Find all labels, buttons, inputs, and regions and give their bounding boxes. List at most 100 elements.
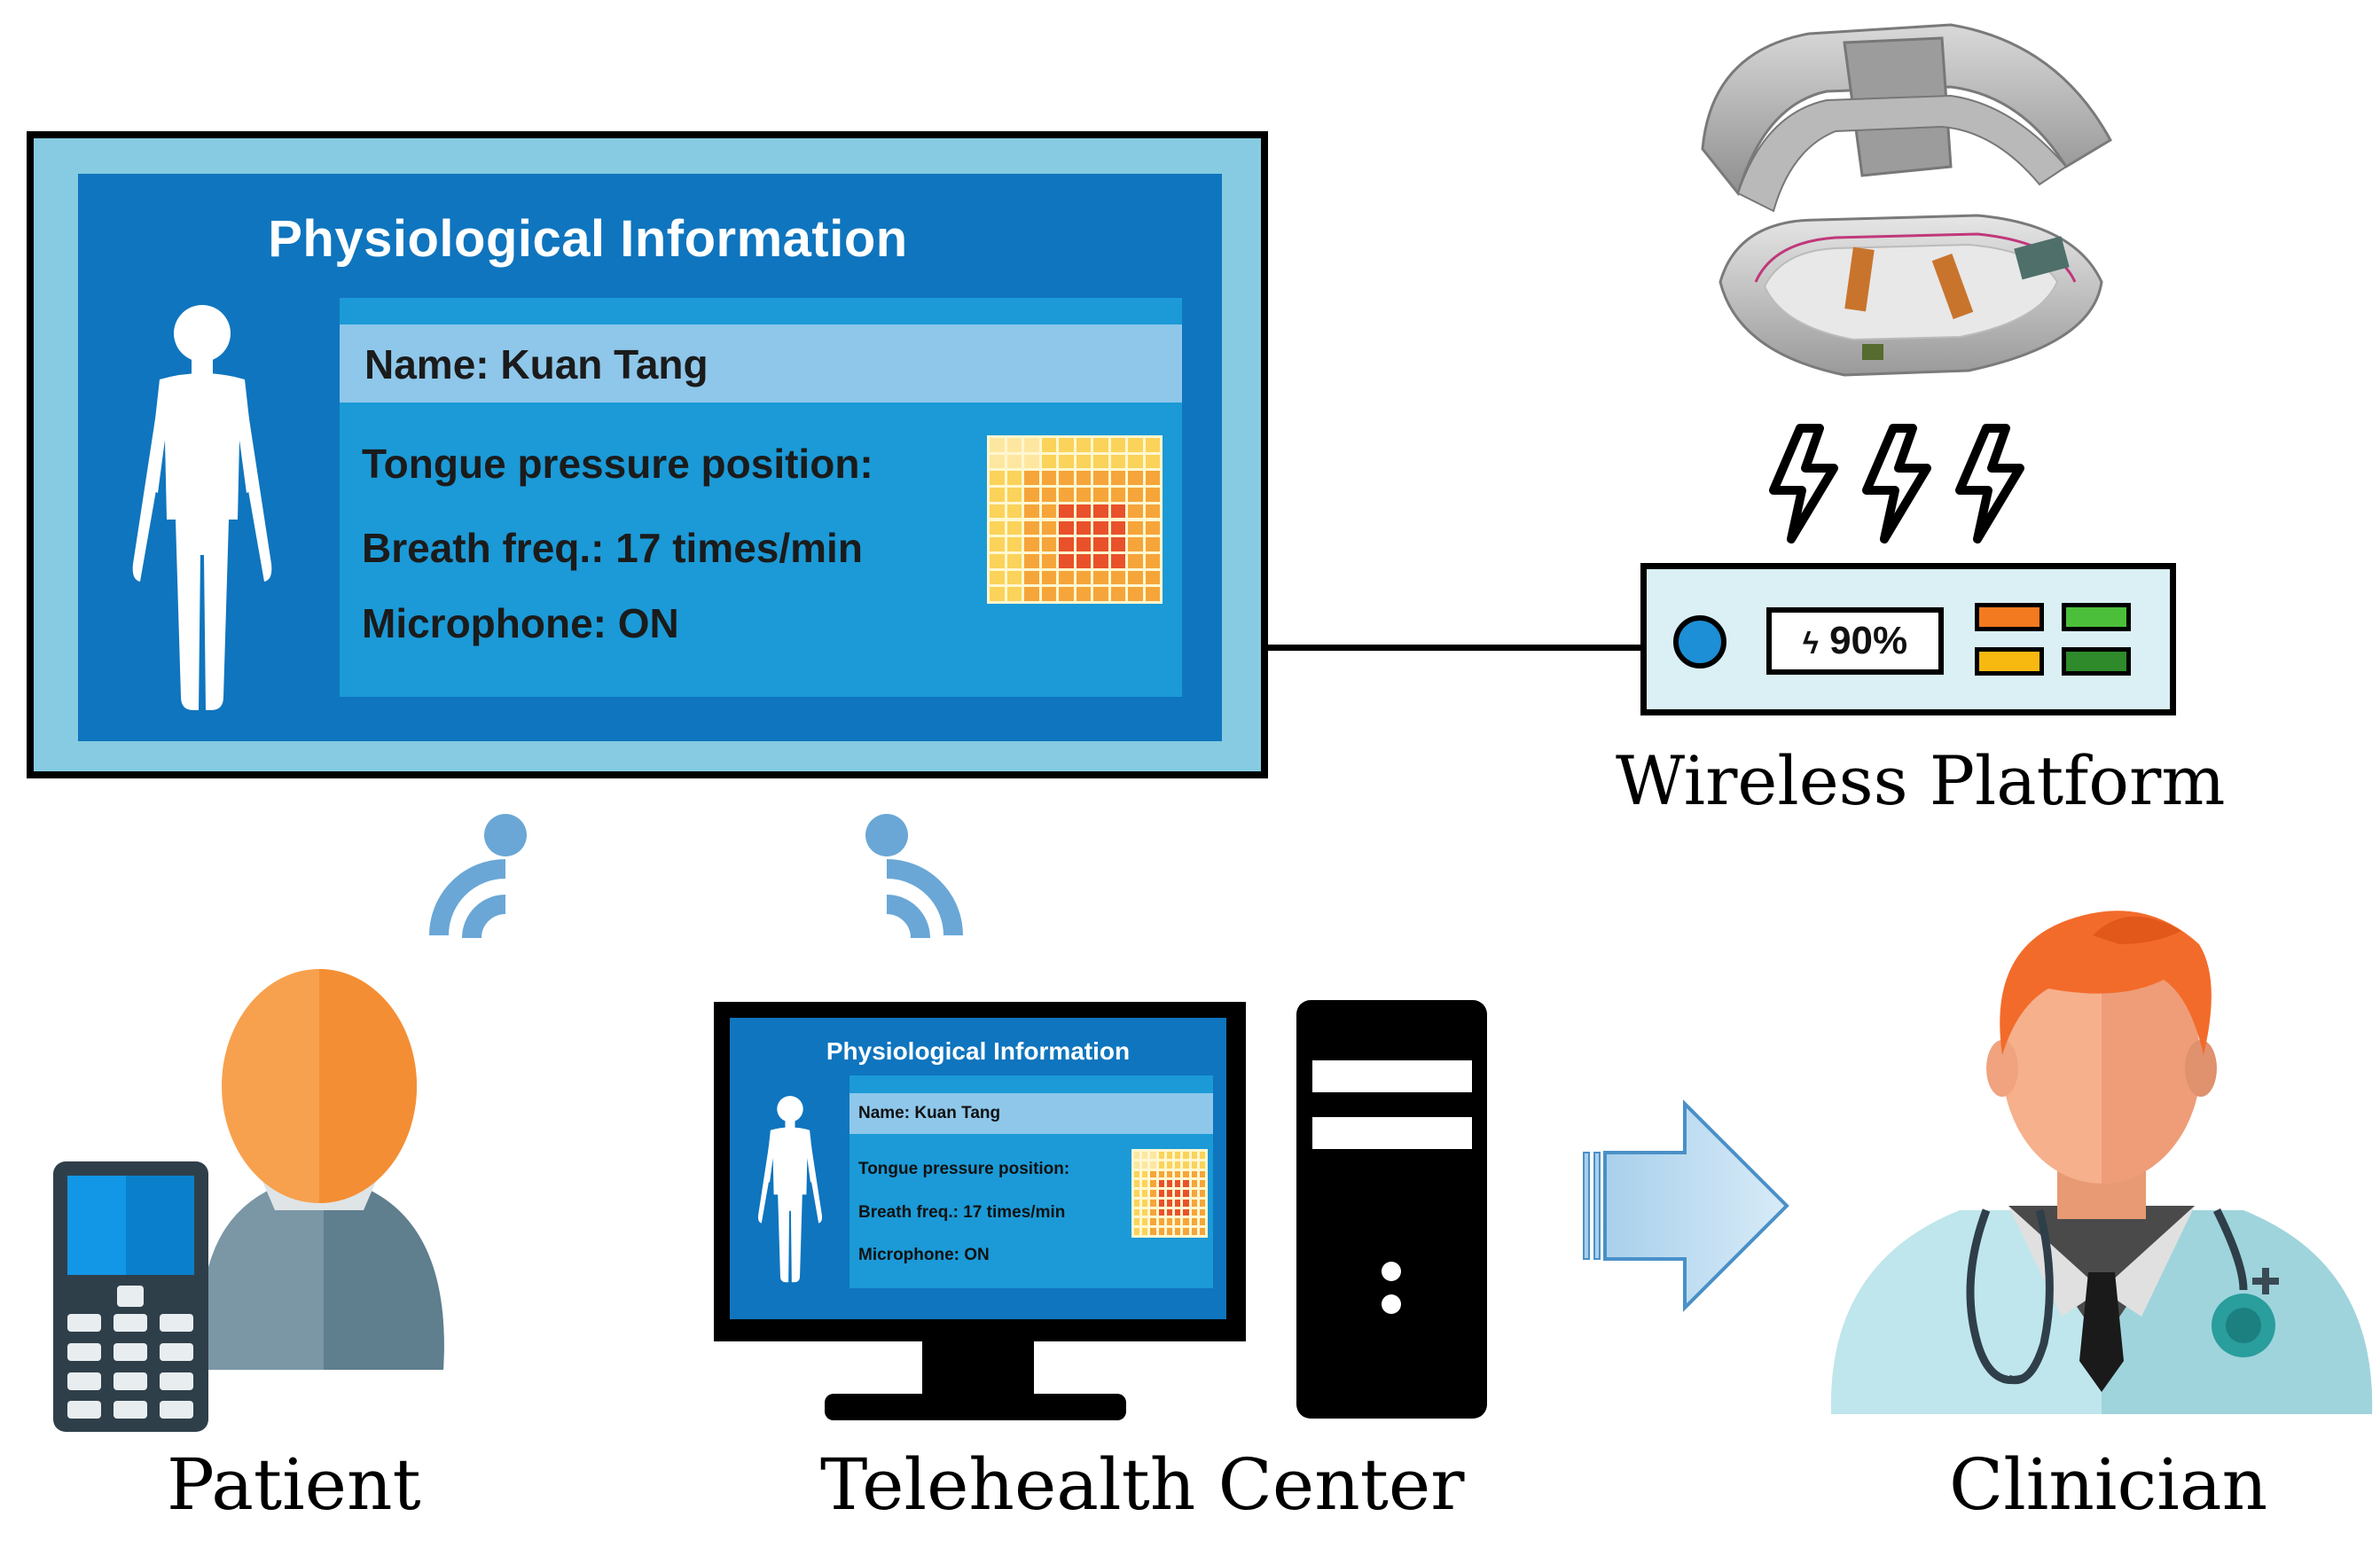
heatmap-cell [1128,488,1143,502]
patient-avatar-icon [200,969,444,1370]
heatmap-cell [1166,1218,1173,1226]
heatmap-cell [1110,520,1125,536]
heatmap-cell [1093,454,1108,469]
heatmap-cell [1134,1170,1140,1178]
heatmap-cell [1158,1170,1164,1178]
heatmap-cell [1076,553,1091,568]
heatmap-cell [1175,1218,1181,1226]
heatmap-cell [1158,1208,1164,1216]
heatmap-cell [1110,454,1125,469]
heatmap-cell [1128,537,1143,551]
heatmap-cell [990,488,1005,502]
heatmap-cell [1006,438,1022,452]
connection-cable [1268,645,1640,651]
main-screen-title: Physiological Information [268,210,908,268]
battery-percentage: 90% [1829,619,1908,662]
heatmap-cell [990,471,1005,486]
mobile-phone-icon [53,1161,208,1432]
heatmap-cell [1128,553,1143,568]
heatmap-cell [1175,1170,1181,1178]
heatmap-cell [1166,1199,1173,1207]
heatmap-cell [1199,1170,1205,1178]
status-light-yellow [1975,647,2044,676]
heatmap-cell [1093,553,1108,568]
heatmap-cell [1076,438,1091,452]
patient-name: Name: Kuan Tang [858,1104,1001,1122]
heatmap-cell [1183,1228,1189,1235]
heatmap-cell [1059,520,1074,536]
heatmap-cell [1166,1161,1173,1169]
heatmap-cell [1150,1190,1156,1197]
heatmap-cell [1076,454,1091,469]
heatmap-cell [1175,1161,1181,1169]
heatmap-cell [1142,1208,1148,1216]
patient-name: Name: Kuan Tang [364,341,709,387]
heatmap-cell [1041,471,1056,486]
heatmap-cell [1166,1228,1173,1235]
heatmap-cell [1150,1152,1156,1159]
heatmap-cell [1041,520,1056,536]
heatmap-cell [990,537,1005,551]
heatmap-cell [1024,570,1039,585]
lightning-bolt-icon [1955,424,2024,543]
heatmap-cell [1183,1190,1189,1197]
heatmap-cell [1150,1228,1156,1235]
wireless-signal-icon [865,814,963,939]
drive-bay [1312,1117,1472,1149]
heatmap-cell [1006,537,1022,551]
heatmap-cell [1006,520,1022,536]
heatmap-cell [1134,1228,1140,1235]
heatmap-cell [1166,1180,1173,1188]
heatmap-cell [1145,570,1160,585]
lightning-bolt-icon [1769,424,1838,543]
breath-frequency-label: Breath freq.: 17 times/min [858,1203,1066,1222]
heatmap-cell [1128,570,1143,585]
heatmap-cell [1183,1180,1189,1188]
heatmap-cell [1059,537,1074,551]
breath-frequency-label: Breath freq.: 17 times/min [362,525,863,571]
oral-sensor-device-icon [1701,23,2113,377]
heatmap-cell [1024,520,1039,536]
main-display-screen: Physiological Information Name: Kuan Tan… [78,174,1222,741]
heatmap-cell [1093,570,1108,585]
monitor-stand [922,1341,1034,1403]
main-display-monitor: Physiological Information Name: Kuan Tan… [27,131,1268,778]
heatmap-cell [1150,1208,1156,1216]
tongue-pressure-heatmap [1131,1149,1208,1238]
heatmap-cell [1110,587,1125,601]
heatmap-cell [1134,1161,1140,1169]
heatmap-cell [1059,438,1074,452]
heatmap-cell [1199,1218,1205,1226]
heatmap-cell [1183,1208,1189,1216]
heatmap-cell [1191,1170,1197,1178]
wireless-platform-device: ϟ 90% [1640,563,2176,715]
heatmap-cell [1142,1228,1148,1235]
heatmap-cell [1110,488,1125,502]
heatmap-cell [1006,471,1022,486]
heatmap-cell [1134,1152,1140,1159]
heatmap-cell [1076,488,1091,502]
drive-bay [1312,1060,1472,1092]
power-button-icon [1382,1262,1401,1281]
heatmap-cell [1175,1180,1181,1188]
heatmap-cell [1076,537,1091,551]
heatmap-cell [1150,1180,1156,1188]
telehealth-center-label: Telehealth Center [820,1443,1465,1526]
heatmap-cell [1191,1190,1197,1197]
heatmap-cell [1145,438,1160,452]
heatmap-cell [1128,587,1143,601]
battery-display: ϟ 90% [1766,607,1944,675]
heatmap-cell [1006,570,1022,585]
heatmap-cell [1145,553,1160,568]
heatmap-cell [1024,438,1039,452]
heatmap-cell [1076,504,1091,519]
heatmap-cell [1041,504,1056,519]
heatmap-cell [1134,1208,1140,1216]
heatmap-cell [1059,504,1074,519]
heatmap-cell [1128,471,1143,486]
heatmap-cell [1158,1218,1164,1226]
heatmap-cell [990,570,1005,585]
heatmap-cell [1199,1228,1205,1235]
heatmap-cell [1006,504,1022,519]
heatmap-cell [1093,537,1108,551]
